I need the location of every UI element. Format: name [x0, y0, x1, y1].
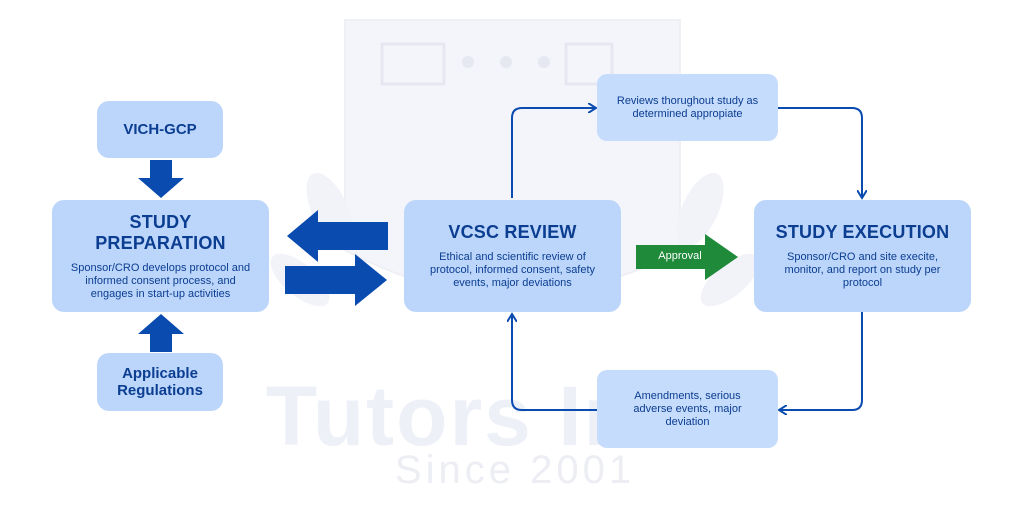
connector-reviews-throughout-to-execution: [778, 107, 862, 196]
arrow-vich-to-preparation: [138, 160, 184, 198]
connector-review-to-reviews-throughout: [511, 108, 594, 198]
study-execution-text: Sponsor/CRO and site execite, monitor, a…: [784, 251, 941, 289]
study-execution-title: STUDY EXECUTION: [775, 222, 950, 242]
study-execution-box: STUDY EXECUTION Sponsor/CRO and site exe…: [754, 200, 971, 312]
connector-execution-to-amendments: [781, 312, 863, 410]
approval-label: Approval: [658, 250, 702, 262]
arrow-review-to-preparation: [287, 210, 388, 262]
reviews-throughout-box: Reviews thorughout study as determined a…: [597, 74, 778, 141]
arrow-regulations-to-preparation: [138, 314, 184, 352]
vich-gcp-box: VICH-GCP: [97, 101, 223, 158]
amendments-text: Amendments, serious adverse events, majo…: [633, 389, 742, 428]
study-preparation-box: STUDY PREPARATION Sponsor/CRO develops p…: [52, 200, 269, 312]
connector-amendments-to-review: [512, 316, 597, 411]
study-preparation-title: STUDY PREPARATION: [95, 211, 226, 253]
applicable-regulations-label: Applicable Regulations: [117, 365, 203, 399]
vcsc-review-title: VCSC REVIEW: [448, 222, 577, 242]
vcsc-review-text: Ethical and scientific review of protoco…: [429, 251, 596, 289]
vich-gcp-label: VICH-GCP: [123, 121, 197, 138]
arrow-preparation-to-review: [285, 254, 387, 306]
applicable-regulations-box: Applicable Regulations: [97, 353, 223, 411]
reviews-throughout-text: Reviews thorughout study as determined a…: [616, 94, 759, 120]
arrow-approval: [636, 234, 738, 280]
amendments-box: Amendments, serious adverse events, majo…: [597, 370, 778, 448]
study-preparation-text: Sponsor/CRO develops protocol and inform…: [70, 261, 251, 300]
vcsc-review-box: VCSC REVIEW Ethical and scientific revie…: [404, 200, 621, 312]
